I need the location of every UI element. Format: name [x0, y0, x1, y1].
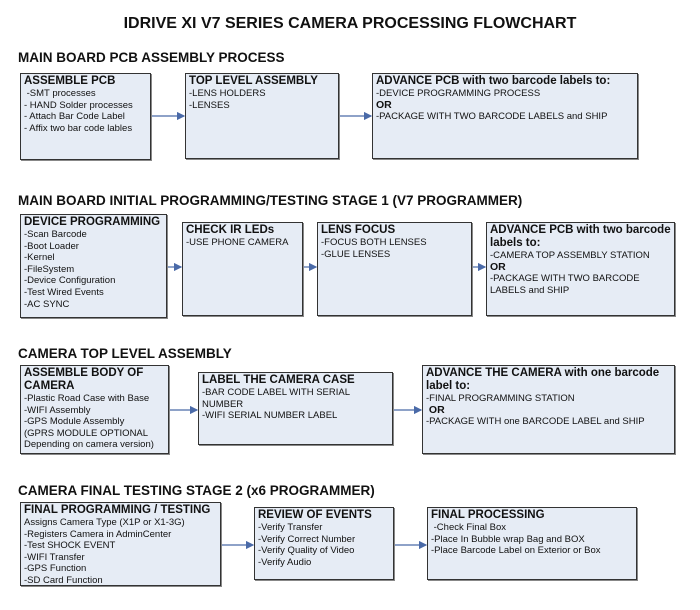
box-line: -BAR CODE LABEL WITH SERIAL NUMBER	[202, 387, 353, 410]
box-line: -Verify Correct Number	[258, 533, 356, 545]
box-line: -GPS Module Assembly	[24, 416, 125, 428]
box-line: -SMT processes	[24, 88, 96, 99]
box-line: -PACKAGE WITH TWO BARCODE LABELS and SHI…	[376, 111, 608, 123]
box-line: -Scan Barcode	[24, 229, 87, 240]
box-line: -FOCUS BOTH LENSES	[321, 237, 427, 248]
box-heading: CHECK IR LEDs	[186, 224, 275, 236]
process-box: ADVANCE PCB with two barcode labels to:-…	[372, 73, 638, 159]
box-heading: LENS FOCUS	[321, 224, 396, 236]
process-box: ADVANCE PCB with two barcode labels to:-…	[486, 222, 675, 316]
process-box: FINAL PROCESSING -Check Final Box-Place …	[427, 507, 637, 580]
process-box: LENS FOCUS-FOCUS BOTH LENSES-GLUE LENSES	[317, 222, 472, 316]
box-line: -GPS Function	[24, 563, 87, 575]
box-line: -SD Card Function	[24, 574, 103, 586]
box-line: -Plastic Road Case with Base	[24, 393, 150, 404]
box-line: -Verify Transfer	[258, 522, 323, 533]
box-line: -FileSystem	[24, 263, 75, 275]
box-heading: FINAL PROCESSING	[431, 509, 545, 521]
box-line: - HAND Solder processes	[24, 99, 133, 111]
section-title: CAMERA TOP LEVEL ASSEMBLY	[18, 346, 232, 361]
section-title: CAMERA FINAL TESTING STAGE 2 (x6 PROGRAM…	[18, 483, 375, 498]
process-box: DEVICE PROGRAMMING-Scan Barcode-Boot Loa…	[20, 214, 167, 318]
box-heading: LABEL THE CAMERA CASE	[202, 374, 355, 386]
box-line: -PACKAGE WITH TWO BARCODE LABELS and SHI…	[490, 273, 643, 296]
box-line: -Boot Loader	[24, 240, 79, 252]
box-line: (GPRS MODULE OPTIONAL Depending on camer…	[24, 427, 154, 451]
box-line: -Check Final Box	[431, 522, 506, 533]
box-line: -GLUE LENSES	[321, 248, 391, 260]
box-line: OR	[426, 403, 445, 416]
flowchart-title: IDRIVE XI V7 SERIES CAMERA PROCESSING FL…	[123, 15, 577, 32]
section-title: MAIN BOARD PCB ASSEMBLY PROCESS	[18, 50, 285, 65]
box-line: -DEVICE PROGRAMMING PROCESS	[376, 88, 541, 99]
box-line: -WIFI Assembly	[24, 404, 91, 416]
box-line: -WIFI SERIAL NUMBER LABEL	[202, 410, 338, 422]
box-heading: ASSEMBLE PCB	[24, 75, 116, 87]
section-title: MAIN BOARD INITIAL PROGRAMMING/TESTING S…	[18, 193, 523, 208]
box-line: - Attach Bar Code Label	[24, 111, 125, 123]
process-box: REVIEW OF EVENTS-Verify Transfer-Verify …	[254, 507, 394, 580]
box-line: -Verify Quality of Video	[258, 545, 355, 557]
process-box: LABEL THE CAMERA CASE-BAR CODE LABEL WIT…	[198, 372, 393, 445]
box-heading: ASSEMBLE BODY OF CAMERA	[24, 367, 144, 392]
process-box: TOP LEVEL ASSEMBLY-LENS HOLDERS-LENSES	[185, 73, 339, 159]
box-heading: ADVANCE PCB with two barcode labels to:	[376, 75, 611, 87]
box-line: - Affix two bar code lables	[24, 122, 133, 134]
box-line: -Test Wired Events	[24, 286, 104, 298]
box-line: -Test SHOCK EVENT	[24, 540, 116, 552]
box-line: -Place Barcode Label on Exterior or Box	[431, 545, 601, 557]
box-heading: DEVICE PROGRAMMING	[24, 216, 161, 228]
box-line: Assigns Camera Type (X1P or X1-3G)	[24, 517, 185, 528]
box-line: -Kernel	[24, 252, 55, 264]
box-heading: ADVANCE THE CAMERA with one barcode labe…	[426, 367, 660, 392]
box-heading: TOP LEVEL ASSEMBLY	[189, 75, 318, 87]
box-line: -FINAL PROGRAMMING STATION	[426, 393, 575, 404]
process-box: ASSEMBLE BODY OF CAMERA-Plastic Road Cas…	[20, 365, 169, 454]
box-line: -USE PHONE CAMERA	[186, 237, 289, 248]
process-box: CHECK IR LEDs-USE PHONE CAMERA	[182, 222, 303, 316]
box-line: -WIFI Transfer	[24, 551, 85, 563]
box-line: -CAMERA TOP ASSEMBLY STATION	[490, 250, 650, 261]
box-line: -AC SYNC	[24, 298, 70, 310]
box-line: -Place In Bubble wrap Bag and BOX	[431, 533, 585, 545]
box-heading: REVIEW OF EVENTS	[258, 509, 372, 521]
box-heading: FINAL PROGRAMMING / TESTING	[24, 504, 211, 516]
box-line: -Registers Camera in AdminCenter	[24, 528, 172, 540]
process-box: ADVANCE THE CAMERA with one barcode labe…	[422, 365, 675, 454]
process-box: ASSEMBLE PCB -SMT processes- HAND Solder…	[20, 73, 151, 160]
box-line: -LENSES	[189, 99, 230, 111]
box-line: -Device Configuration	[24, 275, 116, 287]
box-line: OR	[490, 260, 506, 273]
box-line: OR	[376, 98, 392, 111]
box-line: -Verify Audio	[258, 556, 312, 568]
box-heading: ADVANCE PCB with two barcode labels to:	[490, 224, 671, 249]
box-line: -PACKAGE WITH one BARCODE LABEL and SHIP	[426, 416, 645, 428]
box-line: -LENS HOLDERS	[189, 88, 266, 99]
